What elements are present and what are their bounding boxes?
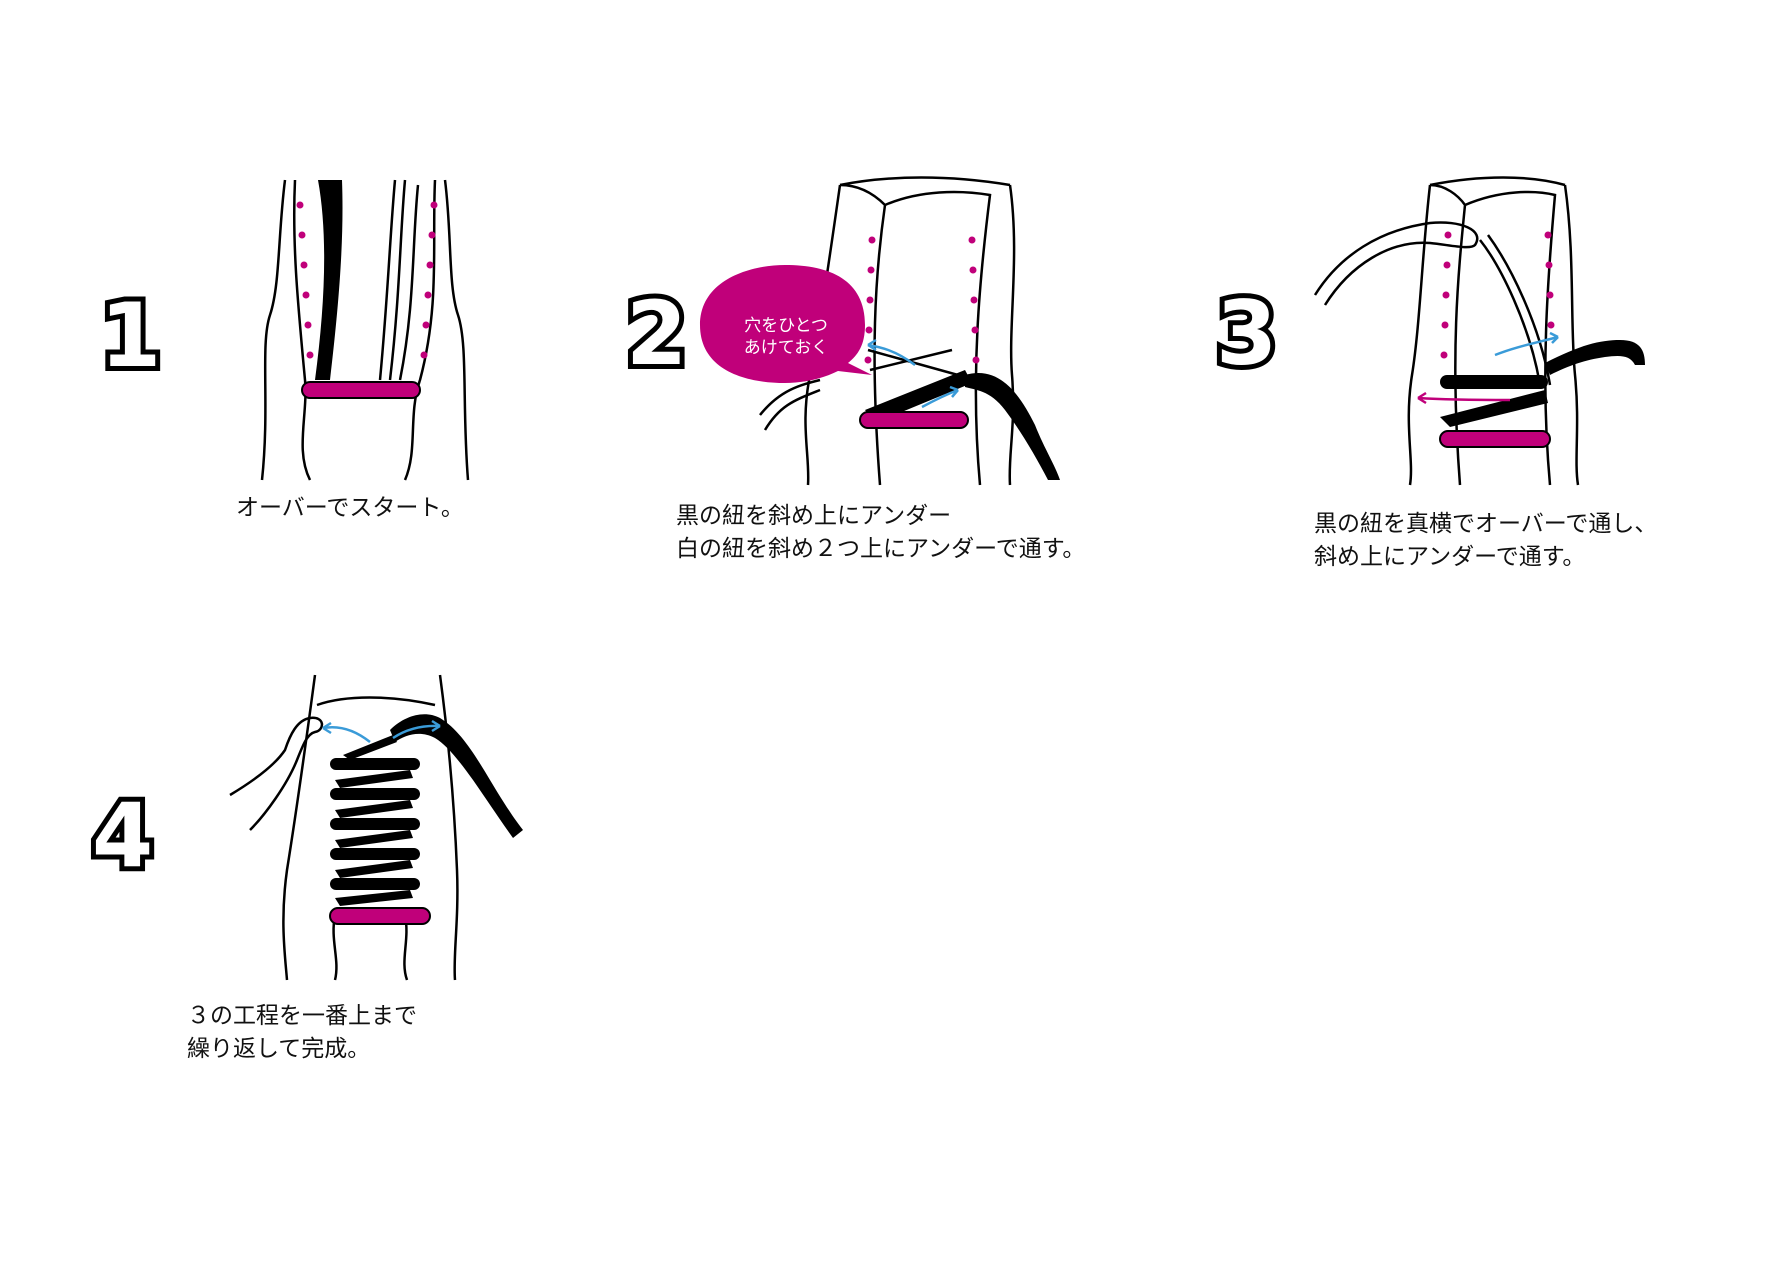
shoe-right-edge (1008, 184, 1016, 486)
magenta-start-lace (329, 907, 431, 925)
white-lace-cross-2 (869, 348, 953, 372)
step-number-2-fill: 2 (626, 282, 688, 385)
tongue-top (1429, 176, 1566, 187)
bubble-line: 穴をひとつ (744, 316, 828, 336)
black-lace-horizontal (1440, 375, 1548, 389)
white-lace-loose (759, 378, 821, 416)
speech-bubble-text: 穴をひとつ あけておく (706, 315, 866, 359)
caption-line: 繰り返して完成。 (187, 1036, 371, 1062)
step-1-illustration (260, 179, 470, 481)
blue-arrows (322, 719, 441, 743)
tongue-left-line (1429, 183, 1467, 486)
caption-line: 斜め上にアンダーで通す。 (1314, 544, 1586, 570)
tongue-right-line (403, 179, 437, 481)
white-lace-loose-2 (763, 388, 821, 431)
white-lace-loop (229, 716, 324, 831)
step-number-1-fill: 1 (100, 284, 162, 387)
black-lace-tail (965, 373, 1060, 480)
shoe-left-edge (260, 179, 287, 481)
eyelet-dots (296, 201, 438, 359)
black-lace-rungs (330, 758, 420, 890)
step-2-caption: 黒の紐を斜め上にアンダー 白の紐を斜め２つ上にアンダーで通す。 (676, 500, 1085, 566)
shoe-left-edge (282, 674, 317, 981)
step-number-3: 3 3 (1211, 282, 1282, 385)
step-number-4: 4 4 (87, 784, 158, 887)
step-number-4-fill: 4 (92, 784, 154, 887)
step-4-illustration (229, 674, 523, 981)
step-2-illustration (700, 176, 1060, 486)
tongue-top (316, 696, 436, 707)
white-lace-strand-2 (388, 179, 407, 381)
black-lace-diagonals (335, 735, 413, 906)
white-lace-diagonal (1479, 239, 1542, 386)
magenta-start-lace (859, 411, 969, 429)
tongue-top (839, 176, 1011, 187)
caption-line: 黒の紐を斜め上にアンダー (676, 503, 952, 529)
black-lace (315, 180, 343, 380)
magenta-arrow (1417, 391, 1511, 405)
tongue-left-line (839, 183, 887, 486)
eyelet-dots (864, 236, 980, 364)
black-lace (865, 370, 972, 423)
shoe-left-edge (1407, 184, 1432, 486)
shoe-right-edge (443, 179, 470, 481)
caption-line: 白の紐を斜め２つ上にアンダーで通す。 (676, 536, 1086, 562)
magenta-start-lace (1439, 430, 1551, 448)
black-lace-tail (390, 714, 523, 838)
caption-line: 黒の紐を真横でオーバーで通し、 (1314, 511, 1658, 537)
step-number-2: 2 2 (621, 282, 692, 385)
blue-arrow (1494, 331, 1559, 357)
step-3-caption: 黒の紐を真横でオーバーで通し、 斜め上にアンダーで通す。 (1314, 508, 1657, 574)
caption-line: オーバーでスタート。 (236, 495, 464, 521)
white-lace-strand-1 (378, 179, 397, 381)
bubble-line: あけておく (743, 338, 829, 358)
step-number-1: 1 1 (95, 284, 166, 387)
black-lace-diagonal (1440, 390, 1548, 427)
step-number-3-fill: 3 (1216, 282, 1278, 385)
black-lace-tail (1545, 340, 1645, 375)
speech-bubble (700, 265, 872, 383)
blue-arrows (867, 338, 959, 409)
tongue-right-line (1464, 190, 1557, 486)
white-lace-loop (1313, 221, 1479, 306)
tongue-left-line (292, 179, 312, 481)
eyelet-dots (1440, 231, 1555, 359)
magenta-start-lace (301, 381, 421, 399)
caption-line: ３の工程を一番上まで (187, 1003, 417, 1029)
step-4-caption: ３の工程を一番上まで 繰り返して完成。 (187, 1000, 417, 1066)
white-lace-strand-3 (398, 184, 420, 381)
shoe-right-edge (1563, 184, 1580, 486)
step-1-caption: オーバーでスタート。 (236, 492, 464, 525)
step-3-illustration (1313, 176, 1645, 486)
tongue-right-line (884, 190, 992, 486)
